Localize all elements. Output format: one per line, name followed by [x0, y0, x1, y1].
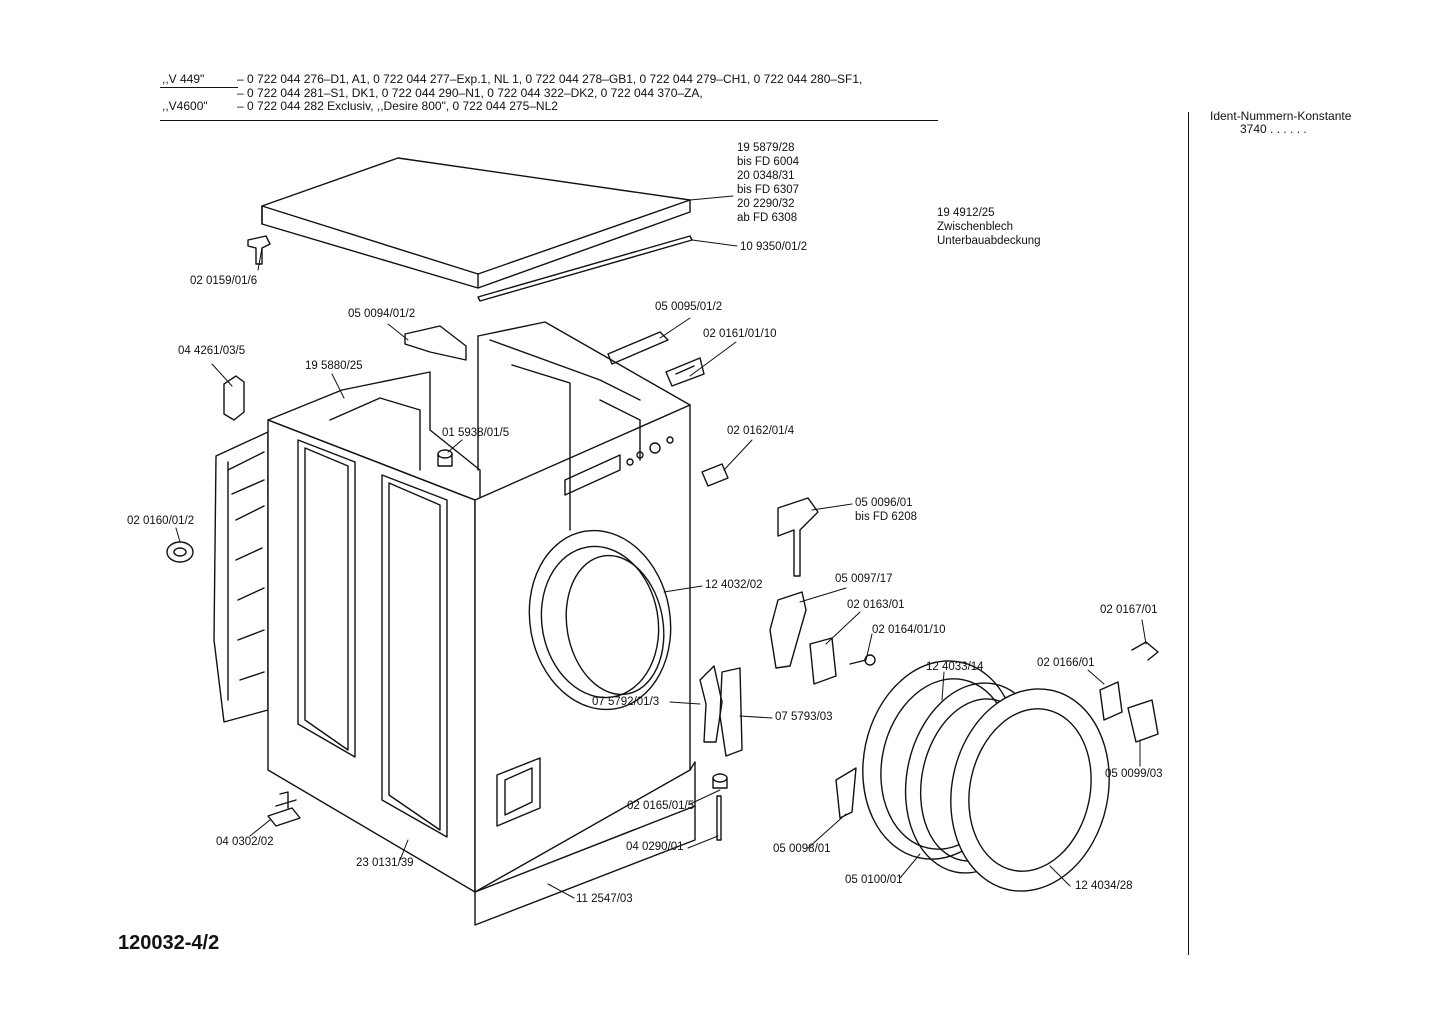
label-top-cover-1: 19 5879/28 [737, 142, 795, 154]
ident-title: Ident-Nummern-Konstante [1210, 109, 1352, 123]
part-050096 [777, 497, 819, 577]
part-050098 [835, 767, 857, 819]
label-020160: 02 0160/01/2 [127, 515, 195, 527]
part-020164 [849, 654, 876, 666]
label-050099: 05 0099/03 [1105, 768, 1163, 780]
label-020161: 02 0161/01/10 [703, 328, 777, 340]
label-020164: 02 0164/01/10 [872, 624, 946, 636]
label-050096-1: 05 0096/01 [855, 497, 913, 509]
label-015938: 01 5938/01/5 [442, 427, 510, 439]
header-underline-1 [160, 87, 238, 88]
hinge-075792 [699, 665, 723, 743]
part-050094 [404, 325, 467, 361]
door-frame-124034 [950, 688, 1110, 892]
label-112547: 11 2547/03 [576, 893, 633, 905]
label-intermediate-sheet-3: Unterbauabdeckung [937, 235, 1041, 247]
ident-column-divider [1188, 112, 1189, 955]
part-050097 [769, 591, 807, 669]
label-top-cover-2: bis FD 6004 [737, 156, 800, 168]
model-v4600-variants: – 0 722 044 282 Exclusiv, ,,Desire 800",… [237, 99, 558, 113]
label-040290: 04 0290/01 [626, 841, 684, 853]
top-cover-panel [261, 157, 691, 289]
label-044261: 04 4261/03/5 [178, 345, 246, 357]
label-050100: 05 0100/01 [845, 874, 903, 886]
label-050094: 05 0094/01/2 [348, 308, 416, 320]
label-intermediate-sheet-1: 19 4912/25 [937, 207, 995, 219]
part-020161 [665, 357, 705, 387]
label-020165: 02 0165/01/5 [627, 800, 695, 812]
label-124032: 12 4032/02 [705, 579, 763, 591]
header-bottom-rule [160, 120, 938, 121]
part-015938 [437, 449, 453, 467]
label-124033: 12 4033/14 [926, 661, 984, 673]
part-020162 [701, 463, 729, 487]
label-intermediate-sheet-2: Zwischenblech [937, 221, 1014, 233]
label-124034: 12 4034/28 [1075, 880, 1133, 892]
leader-lines [175, 195, 1147, 899]
label-top-cover-3: 20 0348/31 [737, 170, 795, 182]
label-top-cover-4: bis FD 6307 [737, 184, 800, 196]
bushing-020165 [712, 773, 728, 789]
part-044261 [223, 375, 245, 421]
label-strip: 10 9350/01/2 [740, 241, 808, 253]
hinge-075793 [719, 667, 743, 757]
part-020167 [1131, 641, 1159, 661]
label-050098: 05 0098/01 [773, 843, 831, 855]
left-side-panel [213, 431, 269, 723]
model-v449-variants-line1: – 0 722 044 276–D1, A1, 0 722 044 277–Ex… [237, 72, 863, 86]
document-number: 120032-4/2 [118, 932, 220, 954]
label-050097: 05 0097/17 [835, 573, 893, 585]
kick-plate [474, 761, 696, 926]
ident-value: 3740 . . . . . . [1240, 122, 1307, 136]
part-050099 [1127, 699, 1159, 743]
part-020166 [1099, 681, 1123, 721]
label-bracket-top-left: 02 0159/01/6 [190, 275, 258, 287]
label-040302: 04 0302/02 [216, 836, 274, 848]
label-020162: 02 0162/01/4 [727, 425, 795, 437]
label-020167: 02 0167/01 [1100, 604, 1158, 616]
model-v449-label: ,,V 449" [162, 72, 205, 86]
label-050096-2: bis FD 6208 [855, 511, 918, 523]
label-top-cover-6: ab FD 6308 [737, 212, 798, 224]
label-075792: 07 5792/01/3 [592, 696, 660, 708]
label-020163: 02 0163/01 [847, 599, 905, 611]
pin-040290 [716, 795, 722, 841]
label-075793: 07 5793/03 [775, 711, 833, 723]
model-v4600-label: ,,V4600" [162, 99, 208, 113]
cabinet-body [267, 321, 691, 893]
part-020163 [809, 637, 837, 685]
label-230131: 23 0131/39 [356, 857, 414, 869]
foot-040302 [267, 791, 301, 827]
label-195880: 19 5880/25 [305, 360, 363, 372]
part-020160 [166, 541, 194, 563]
bracket-020159 [247, 235, 271, 265]
label-050095: 05 0095/01/2 [655, 301, 723, 313]
label-top-cover-5: 20 2290/32 [737, 198, 795, 210]
part-050095 [607, 331, 669, 365]
label-020166: 02 0166/01 [1037, 657, 1095, 669]
model-v449-variants-line2: – 0 722 044 281–S1, DK1, 0 722 044 290–N… [237, 86, 703, 100]
